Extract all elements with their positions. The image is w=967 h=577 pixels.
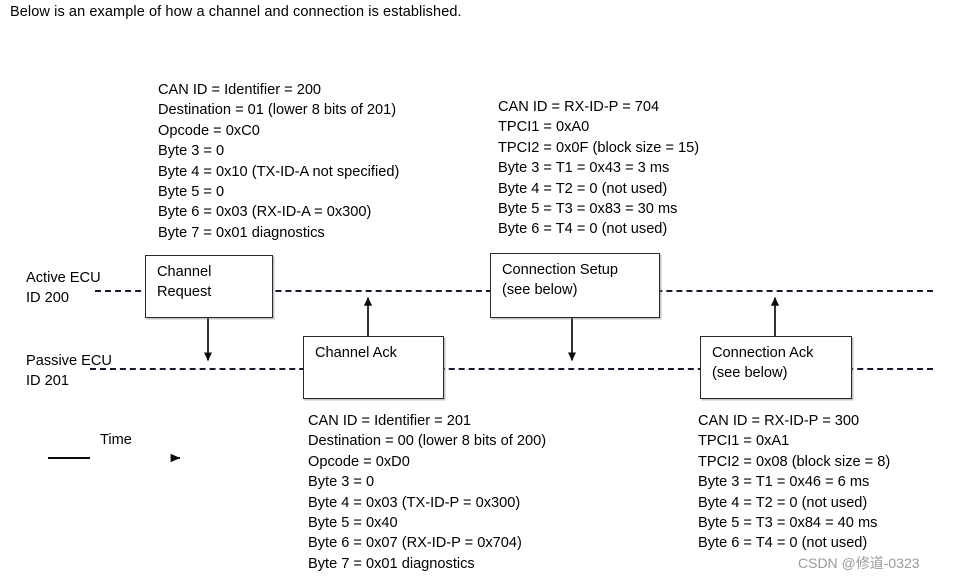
note-line: Byte 5 = T3 = 0x84 = 40 ms [698,515,878,532]
lane-label-line: Passive ECU [26,353,112,369]
message-box-channel-request[interactable]: Channel Request [145,255,273,318]
lane-label-active-ecu: Active ECU ID 200 [26,268,101,309]
message-box-label: (see below) [502,281,578,298]
note-line: Byte 6 = 0x07 (RX-ID-P = 0x704) [308,535,522,552]
note-line: Byte 3 = T1 = 0x43 = 3 ms [498,160,670,177]
message-box-label: Connection Ack [712,345,814,361]
intro-text: Below is an example of how a channel and… [10,4,462,20]
note-line: Destination = 00 (lower 8 bits of 200) [308,433,547,450]
note-channel-request: CAN ID = Identifier = 200 Destination = … [158,80,399,243]
lane-label-passive-ecu: Passive ECU ID 201 [26,351,112,392]
note-connection-ack: CAN ID = RX-ID-P = 300 TPCI1 = 0xA1 TPCI… [698,411,890,554]
lifeline-passive-ecu [90,368,933,370]
note-line: Byte 6 = T4 = 0 (not used) [498,221,668,238]
note-line: Byte 5 = 0x40 [308,515,398,532]
message-box-label: Channel Ack [315,345,397,361]
note-line: CAN ID = Identifier = 201 [308,413,472,429]
note-line: CAN ID = RX-ID-P = 704 [498,99,660,115]
note-line: Byte 4 = T2 = 0 (not used) [498,180,668,197]
note-connection-setup: CAN ID = RX-ID-P = 704 TPCI1 = 0xA0 TPCI… [498,97,699,240]
note-line: Byte 6 = T4 = 0 (not used) [698,535,868,552]
watermark: CSDN @修道-0323 [798,555,920,571]
lane-label-line: ID 201 [26,373,69,390]
message-box-label: (see below) [712,364,788,381]
message-box-label: Connection Setup [502,262,619,278]
note-line: Byte 3 = 0 [158,143,225,160]
note-line: Opcode = 0xD0 [308,453,410,470]
note-line: TPCI1 = 0xA0 [498,119,590,136]
lane-label-line: Active ECU [26,270,101,286]
note-line: Byte 4 = 0x03 (TX-ID-P = 0x300) [308,494,521,511]
note-line: CAN ID = RX-ID-P = 300 [698,413,860,429]
message-box-channel-ack[interactable]: Channel Ack [303,336,444,399]
note-line: CAN ID = Identifier = 200 [158,82,322,98]
note-line: Destination = 01 (lower 8 bits of 201) [158,102,397,119]
note-line: Opcode = 0xC0 [158,122,260,139]
note-line: Byte 6 = 0x03 (RX-ID-A = 0x300) [158,204,372,221]
note-line: Byte 5 = 0 [158,184,225,201]
message-box-connection-ack[interactable]: Connection Ack (see below) [700,336,852,399]
note-line: TPCI2 = 0x0F (block size = 15) [498,139,700,156]
message-box-label: Request [157,283,212,300]
time-axis-label: Time [100,432,132,448]
message-box-label: Channel [157,264,212,280]
note-line: Byte 7 = 0x01 diagnostics [308,555,475,572]
note-line: Byte 5 = T3 = 0x83 = 30 ms [498,201,678,218]
message-box-connection-setup[interactable]: Connection Setup (see below) [490,253,660,318]
note-line: TPCI1 = 0xA1 [698,433,790,450]
note-line: Byte 4 = 0x10 (TX-ID-A not specified) [158,163,400,180]
note-channel-ack: CAN ID = Identifier = 201 Destination = … [308,411,546,574]
lane-label-line: ID 200 [26,290,69,307]
note-line: Byte 3 = T1 = 0x46 = 6 ms [698,474,870,491]
note-line: Byte 3 = 0 [308,474,375,491]
note-line: Byte 7 = 0x01 diagnostics [158,224,325,241]
note-line: Byte 4 = T2 = 0 (not used) [698,494,868,511]
note-line: TPCI2 = 0x08 (block size = 8) [698,453,891,470]
